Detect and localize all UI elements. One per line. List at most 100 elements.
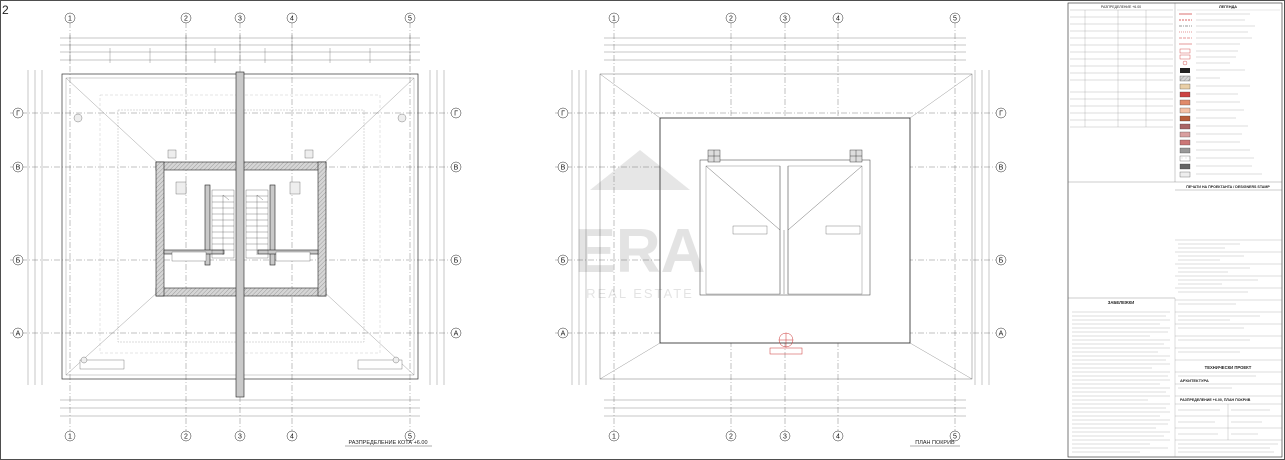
roof-plan-right: ERA REAL ESTATE 1 2 3 (555, 12, 1007, 447)
notes-title: ЗАБЕЛЕЖКИ (1108, 300, 1135, 305)
svg-text:А: А (16, 331, 21, 338)
axis-marker: 3 (779, 12, 791, 24)
room-tags-left (79, 251, 403, 370)
red-stamp-icon (769, 332, 803, 355)
svg-text:Б: Б (16, 258, 21, 265)
axis-marker: Б (450, 254, 462, 266)
watermark-subtitle: REAL ESTATE (586, 286, 694, 301)
svg-text:4: 4 (290, 434, 294, 441)
svg-text:3: 3 (783, 434, 787, 441)
axis-marker: 5 (404, 430, 416, 442)
project-type: ТЕХНИЧЕСКИ ПРОЕКТ (1205, 365, 1252, 370)
project-info: ТЕХНИЧЕСКИ ПРОЕКТ АРХИТЕКТУРА РАЗПРЕДЕЛЕ… (1174, 239, 1282, 457)
staircase-left (211, 189, 269, 259)
svg-text:1: 1 (68, 16, 72, 23)
axis-marker: 1 (64, 430, 76, 442)
svg-text:1: 1 (68, 434, 72, 441)
axis-marker: 2 (725, 12, 737, 24)
dimensions-top-right (604, 37, 966, 61)
legend: ЛЕГЕНДА (1177, 5, 1280, 178)
svg-text:В: В (16, 165, 21, 172)
axis-marker: 3 (234, 12, 246, 24)
dimensions-bottom-left (60, 399, 420, 417)
svg-text:2: 2 (729, 434, 733, 441)
building-walls-left (155, 71, 327, 398)
plan-title-right: ПЛАН ПОКРИВ (915, 440, 955, 446)
stamp-title: ПЕЧАТИ НА ПРОЕКТАНТА / DESIGNERS STAMP (1186, 185, 1270, 189)
axis-marker: В (450, 161, 462, 173)
axis-marker: 1 (64, 12, 76, 24)
area-table: РАЗПРЕДЕЛЕНИЕ +6.00 (1070, 5, 1173, 128)
svg-text:Б: Б (454, 258, 459, 265)
svg-text:5: 5 (953, 434, 957, 441)
axis-marker: А (450, 327, 462, 339)
watermark: ERA REAL ESTATE (575, 150, 706, 301)
plan-title-left: РАЗПРЕДЕЛЕНИЕ КОТА +6.00 (348, 440, 427, 446)
axis-marker: Г (995, 107, 1007, 119)
svg-text:Г: Г (454, 111, 458, 118)
roof-slab (659, 117, 911, 344)
axis-marker: А (12, 327, 24, 339)
svg-text:В: В (454, 165, 459, 172)
axis-grid-left (10, 22, 460, 432)
svg-text:3: 3 (783, 16, 787, 23)
axis-marker: В (12, 161, 24, 173)
watermark-brand: ERA (575, 217, 706, 286)
axis-marker: Г (557, 107, 569, 119)
dimensions-bottom-right (604, 399, 966, 417)
svg-text:1: 1 (612, 434, 616, 441)
axis-marker: 4 (832, 430, 844, 442)
axis-marker: 4 (832, 12, 844, 24)
svg-text:3: 3 (238, 16, 242, 23)
axis-marker: Б (557, 254, 569, 266)
svg-text:А: А (454, 331, 459, 338)
svg-text:Г: Г (561, 111, 565, 118)
project-part: АРХИТЕКТУРА (1180, 378, 1209, 383)
axis-marker: 3 (779, 430, 791, 442)
axis-marker: Б (995, 254, 1007, 266)
svg-text:2: 2 (184, 16, 188, 23)
axis-marker: 1 (608, 12, 620, 24)
svg-text:5: 5 (408, 16, 412, 23)
legend-title: ЛЕГЕНДА (1219, 5, 1237, 9)
svg-text:Г: Г (999, 111, 1003, 118)
axis-marker: А (995, 327, 1007, 339)
axis-marker: Г (450, 107, 462, 119)
axis-marker: 3 (234, 430, 246, 442)
svg-text:2: 2 (729, 16, 733, 23)
svg-text:5: 5 (953, 16, 957, 23)
dimensions-sides-right (571, 70, 990, 385)
axis-marker: 5 (404, 12, 416, 24)
axis-marker: Г (12, 107, 24, 119)
axis-marker: 2 (725, 430, 737, 442)
axis-marker: 5 (949, 430, 961, 442)
area-table-header: РАЗПРЕДЕЛЕНИЕ +6.00 (1101, 5, 1141, 9)
axis-marker: В (557, 161, 569, 173)
svg-text:4: 4 (836, 16, 840, 23)
svg-text:5: 5 (408, 434, 412, 441)
svg-text:В: В (561, 165, 566, 172)
fixtures-left (73, 113, 407, 364)
svg-text:4: 4 (836, 434, 840, 441)
svg-text:2: 2 (184, 434, 188, 441)
svg-text:А: А (561, 331, 566, 338)
sheet-id: 2 (2, 3, 9, 17)
axis-marker: 1 (608, 430, 620, 442)
axis-marker: 2 (180, 12, 192, 24)
notes-body (1072, 311, 1170, 453)
dimensions-top-left (60, 35, 420, 63)
roof-outer-slopes (599, 73, 973, 380)
axis-markers-right: 1 2 3 4 5 1 2 3 4 5 Г В Б А Г В Б А (557, 12, 1007, 442)
drawing-title: РАЗПРЕДЕЛЕНИЕ +6.00, ПЛАН ПОКРИВ (1180, 398, 1251, 402)
roof-tags (732, 225, 861, 235)
axis-marker: В (995, 161, 1007, 173)
svg-text:А: А (999, 331, 1004, 338)
legend-swatches (1179, 13, 1192, 178)
chimneys (707, 149, 863, 163)
svg-text:В: В (999, 165, 1004, 172)
svg-text:3: 3 (238, 434, 242, 441)
axis-marker: 2 (180, 430, 192, 442)
svg-text:1: 1 (612, 16, 616, 23)
axis-markers-left: 1 2 3 4 5 1 2 3 4 5 Г В Б А Г В Б А (12, 12, 462, 442)
svg-text:Г: Г (16, 111, 20, 118)
